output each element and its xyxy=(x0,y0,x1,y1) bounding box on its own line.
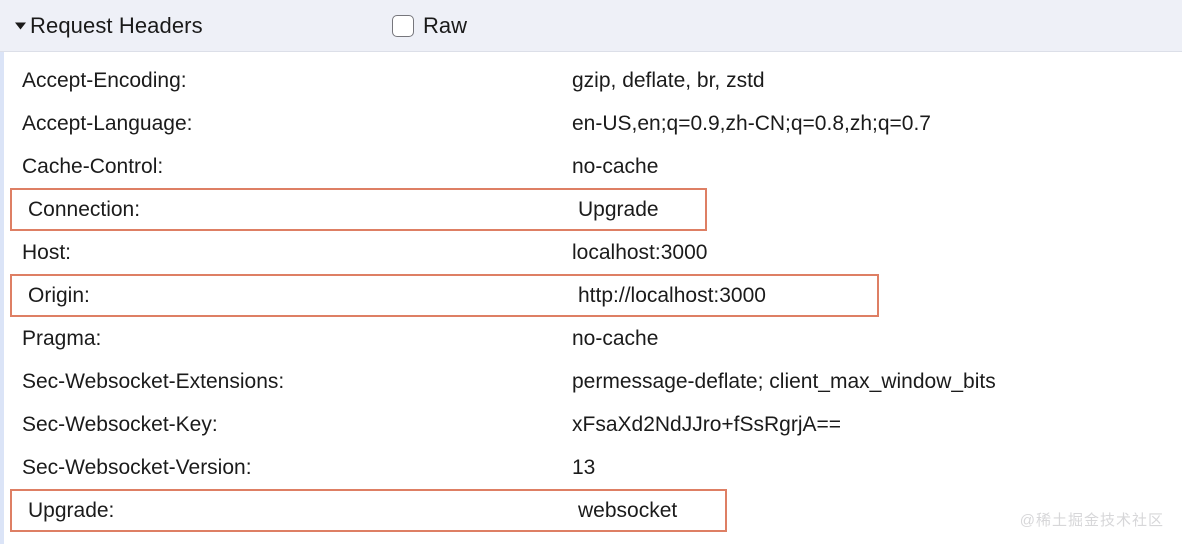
headers-body: Accept-Encoding: gzip, deflate, br, zstd… xyxy=(0,52,1182,544)
header-name: Connection: xyxy=(28,197,141,221)
header-value: 13 xyxy=(572,455,596,479)
panel-header: Request Headers Raw xyxy=(0,0,1182,52)
header-name: Origin: xyxy=(28,283,90,307)
header-name: Accept-Encoding: xyxy=(22,68,187,92)
header-name: Sec-Websocket-Extensions: xyxy=(22,369,285,393)
header-value: websocket xyxy=(578,498,678,522)
headers-list: Accept-Encoding: gzip, deflate, br, zstd… xyxy=(4,52,1182,532)
header-value: xFsaXd2NdJJro+fSsRgrjA== xyxy=(572,412,842,436)
table-row: Pragma: no-cache xyxy=(4,317,1182,360)
header-name: Host: xyxy=(22,240,72,264)
raw-toggle[interactable]: Raw xyxy=(392,13,467,39)
header-value: no-cache xyxy=(572,154,659,178)
table-row: Host: localhost:3000 xyxy=(4,231,1182,274)
header-name: Cache-Control: xyxy=(22,154,164,178)
table-row: Accept-Language: en-US,en;q=0.9,zh-CN;q=… xyxy=(4,102,1182,145)
page-title: Request Headers xyxy=(30,12,203,38)
triangle-down-icon[interactable] xyxy=(12,18,28,34)
table-row: Sec-Websocket-Key: xFsaXd2NdJJro+fSsRgrj… xyxy=(4,403,1182,446)
raw-checkbox-label: Raw xyxy=(423,12,468,38)
table-row-highlighted-upgrade: Upgrade: websocket xyxy=(10,489,727,532)
header-name: Upgrade: xyxy=(28,498,115,522)
header-value: http://localhost:3000 xyxy=(578,283,766,307)
table-row: Accept-Encoding: gzip, deflate, br, zstd xyxy=(4,59,1182,102)
header-name: Accept-Language: xyxy=(22,111,193,135)
header-value: Upgrade xyxy=(578,197,659,221)
table-row-highlighted-connection: Connection: Upgrade xyxy=(10,188,707,231)
raw-checkbox[interactable] xyxy=(392,14,414,37)
table-row: Sec-Websocket-Extensions: permessage-def… xyxy=(4,360,1182,403)
header-value: gzip, deflate, br, zstd xyxy=(572,68,765,92)
header-value: no-cache xyxy=(572,326,659,350)
table-row: Cache-Control: no-cache xyxy=(4,145,1182,188)
header-name: Sec-Websocket-Version: xyxy=(22,455,252,479)
watermark: @稀土掘金技术社区 xyxy=(1019,512,1164,529)
header-value: localhost:3000 xyxy=(572,240,708,264)
header-name: Pragma: xyxy=(22,326,102,350)
header-name: Sec-Websocket-Key: xyxy=(22,412,218,436)
header-value: en-US,en;q=0.9,zh-CN;q=0.8,zh;q=0.7 xyxy=(572,111,931,135)
table-row: Sec-Websocket-Version: 13 xyxy=(4,446,1182,489)
header-value: permessage-deflate; client_max_window_bi… xyxy=(572,369,996,393)
table-row-highlighted-origin: Origin: http://localhost:3000 xyxy=(10,274,879,317)
